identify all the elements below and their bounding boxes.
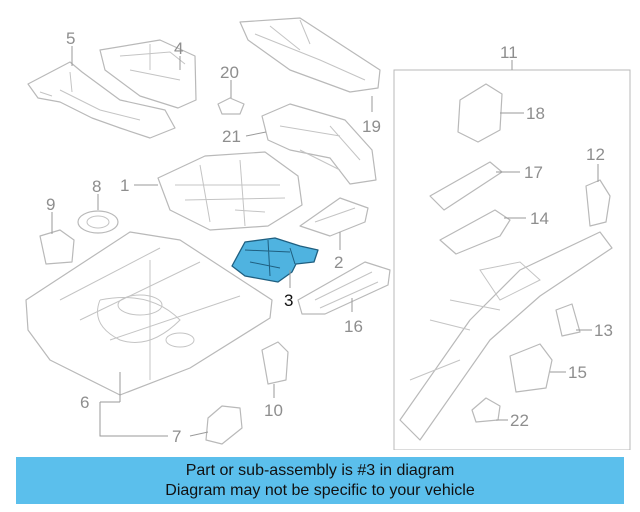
callout-2: 2: [334, 253, 343, 272]
callout-17: 17: [524, 163, 543, 182]
part-4-shape: [99, 39, 197, 109]
callout-9: 9: [46, 195, 55, 214]
callout-3[interactable]: 3: [284, 291, 293, 310]
part-7-shape: [205, 405, 243, 445]
callout-1: 1: [120, 176, 129, 195]
callout-4: 4: [174, 39, 183, 58]
part-17-shape: [429, 161, 503, 211]
part-2-shape: [299, 197, 369, 237]
part-3-highlighted[interactable]: [231, 237, 319, 283]
callout-15: 15: [568, 363, 587, 382]
part-12-shape: [585, 179, 611, 227]
part-10-shape: [261, 341, 289, 385]
callout-21: 21: [222, 127, 241, 146]
callout-8: 8: [92, 177, 101, 196]
callout-14: 14: [530, 209, 549, 228]
callout-20: 20: [220, 63, 239, 82]
side-rail-shape: [399, 231, 613, 441]
callout-7: 7: [172, 427, 181, 446]
leader-lines: [51, 46, 599, 437]
callout-labels: 5 4 20 19 21 1 8 9 2 3 16 6 10 7 11 18 1…: [46, 29, 613, 446]
part-22-shape: [471, 397, 501, 423]
part-16-shape: [297, 261, 391, 315]
part-18-shape: [457, 83, 503, 143]
part-21-shape: [261, 103, 377, 185]
part-5-shape: [27, 61, 176, 139]
callout-12: 12: [586, 145, 605, 164]
part-1-shape: [157, 151, 303, 231]
caption-line-1: Part or sub-assembly is #3 in diagram: [185, 461, 455, 479]
callout-10: 10: [264, 401, 283, 420]
callout-11: 11: [500, 43, 518, 62]
part-13-shape: [555, 303, 581, 337]
caption-banner: Part or sub-assembly is #3 in diagram Di…: [16, 457, 624, 504]
parts-diagram: 5 4 20 19 21 1 8 9 2 3 16 6 10 7 11 18 1…: [25, 17, 631, 450]
part-14-shape: [439, 209, 511, 255]
callout-16: 16: [344, 317, 363, 336]
part-6-shape: [25, 231, 273, 396]
part-20-shape: [217, 97, 245, 115]
part-9-shape: [39, 229, 75, 265]
callout-22: 22: [510, 411, 529, 430]
callout-18: 18: [526, 104, 545, 123]
part-8-shape: [77, 210, 119, 234]
caption-line-2: Diagram may not be specific to your vehi…: [165, 481, 475, 499]
callout-5: 5: [66, 29, 75, 48]
part-19-shape: [239, 17, 381, 93]
part-15-shape: [509, 343, 553, 393]
callout-6: 6: [80, 393, 89, 412]
callout-19: 19: [362, 117, 381, 136]
callout-13: 13: [594, 321, 613, 340]
